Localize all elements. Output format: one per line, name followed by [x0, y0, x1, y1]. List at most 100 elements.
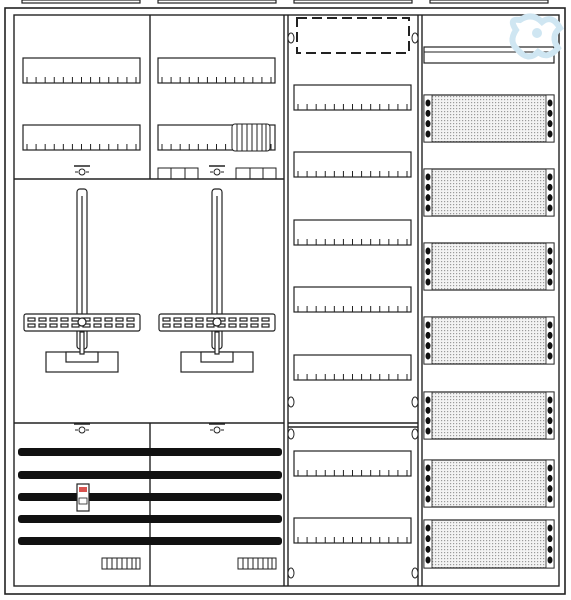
din-rail [157, 124, 276, 151]
cover-fastener-icon [547, 99, 553, 107]
screw-icon [411, 396, 419, 408]
cover-fastener-icon [547, 427, 553, 435]
cover-fastener-icon [547, 535, 553, 543]
cover-fastener-icon [425, 331, 431, 339]
cover-fastener-icon [425, 417, 431, 425]
cover-fastener-icon [425, 535, 431, 543]
busbar [18, 493, 282, 501]
cover-fastener-icon [547, 545, 553, 553]
cover-fastener-icon [425, 406, 431, 414]
n-pe-terminal-left [101, 557, 141, 570]
cover-fastener-icon [547, 194, 553, 202]
perforated-cover [423, 94, 555, 143]
cover-fastener-icon [425, 485, 431, 493]
meter-carrier [23, 188, 141, 373]
cover-fastener-icon [547, 247, 553, 255]
perforated-cover [423, 316, 555, 365]
cover-fastener-icon [425, 495, 431, 503]
cover-fastener-icon [425, 342, 431, 350]
cover-fastener-icon [547, 556, 553, 564]
cover-fastener-icon [425, 352, 431, 360]
cover-fastener-icon [425, 524, 431, 532]
screw-icon [287, 428, 295, 440]
earth-marker-icon [74, 423, 90, 434]
cover-fastener-icon [425, 183, 431, 191]
din-rail [157, 57, 276, 84]
fuse-row [157, 167, 277, 180]
cover-fastener-icon [425, 268, 431, 276]
cover-fastener-icon [547, 417, 553, 425]
perforated-cover [423, 519, 555, 569]
screw-icon [287, 396, 295, 408]
screw-icon [411, 428, 419, 440]
n-pe-terminal-right [237, 557, 277, 570]
dashed-placeholder [296, 17, 410, 54]
busbar [18, 537, 282, 545]
cover-fastener-icon [547, 183, 553, 191]
busbar [18, 471, 282, 479]
cover-fastener-icon [547, 464, 553, 472]
busbar [18, 515, 282, 523]
rail-terminals [297, 104, 408, 543]
cover-fastener-icon [547, 268, 553, 276]
cover-fastener-icon [425, 204, 431, 212]
cover-fastener-icon [547, 204, 553, 212]
busbar-field [18, 448, 282, 570]
perforated-cover [423, 242, 555, 291]
cabinet-inner-frame [13, 14, 560, 587]
cover-fastener-icon [547, 342, 553, 350]
meter-mount-carriers [23, 188, 276, 373]
mounting-screws [287, 32, 419, 579]
screw-icon [411, 567, 419, 579]
cover-fastener-icon [547, 524, 553, 532]
cover-fastener-icon [425, 474, 431, 482]
screw-icon [287, 567, 295, 579]
cover-fastener-icon [547, 331, 553, 339]
cover-fastener-icon [547, 321, 553, 329]
cover-fastener-icon [425, 247, 431, 255]
earth-marker-icon [209, 165, 225, 176]
cover-fastener-icon [425, 396, 431, 404]
perforated-cover [423, 459, 555, 508]
cover-fastener-icon [425, 321, 431, 329]
screw-icon [287, 32, 295, 44]
earth-markers [74, 165, 225, 434]
terminal-block [231, 123, 271, 152]
rail-terminals [26, 77, 272, 150]
perforated-cover [423, 391, 555, 440]
cover-fastener-icon [547, 120, 553, 128]
cover-fastener-icon [547, 396, 553, 404]
watermark-logo-icon [509, 13, 564, 60]
cover-fastener-icon [425, 109, 431, 117]
cover-fastener-icon [547, 257, 553, 265]
cover-fastener-icon [547, 495, 553, 503]
cover-fastener-icon [547, 406, 553, 414]
cover-fastener-icon [425, 120, 431, 128]
cover-fastener-icon [425, 278, 431, 286]
cover-fastener-icon [425, 173, 431, 181]
earth-marker-icon [74, 165, 90, 176]
cover-fastener-icon [425, 545, 431, 553]
main-breaker [76, 483, 90, 512]
top-mounting-stubs [21, 0, 549, 4]
cover-fastener-icon [425, 257, 431, 265]
cover-fastener-icon [425, 130, 431, 138]
earth-marker-icon [209, 423, 225, 434]
cover-fastener-icon [547, 109, 553, 117]
cover-fastener-icon [425, 99, 431, 107]
cover-fastener-icon [425, 556, 431, 564]
screw-icon [411, 32, 419, 44]
cover-fastener-icon [547, 173, 553, 181]
cover-fastener-icon [547, 474, 553, 482]
perforated-covers [423, 94, 555, 569]
cover-fastener-icon [547, 485, 553, 493]
meter-carrier [158, 188, 276, 373]
cover-fastener-icon [547, 352, 553, 360]
cover-fastener-icon [425, 427, 431, 435]
cover-fastener-icon [547, 130, 553, 138]
meter-field-right [157, 57, 276, 151]
perforated-cover [423, 168, 555, 217]
busbar [18, 448, 282, 456]
cover-fastener-icon [425, 194, 431, 202]
